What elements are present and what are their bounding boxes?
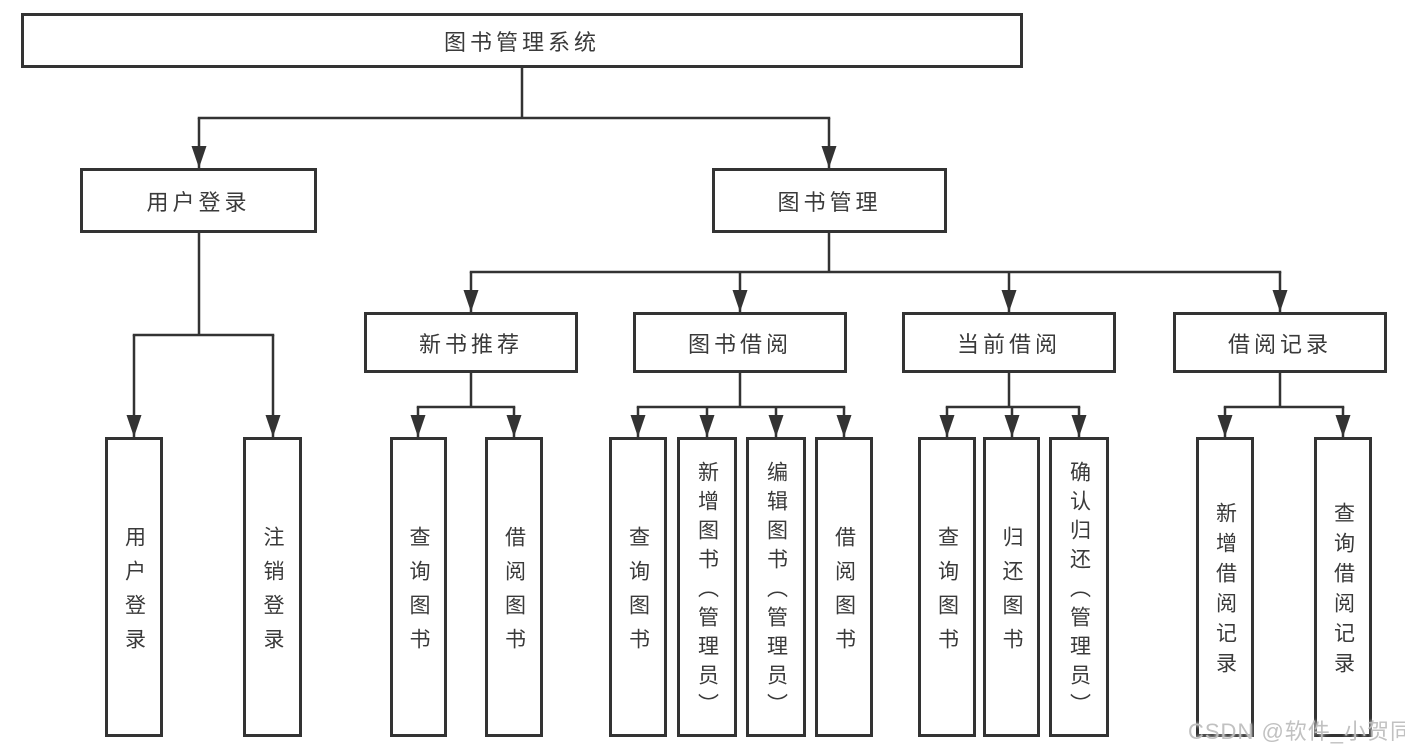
- edge-current-borrow-tee: [945, 371, 1081, 409]
- leaf-label: 归还图书: [1000, 525, 1023, 662]
- leaf-confirm-return-admin: 确认归还（管理员）: [1049, 437, 1109, 737]
- node-label: 新书推荐: [418, 331, 523, 357]
- edge-root-tee: [197, 66, 831, 120]
- leaf-label: 查询借阅记录: [1331, 501, 1355, 682]
- leaf-label: 确认归还（管理员）: [1067, 460, 1091, 722]
- leaf-logout: 注销登录: [243, 437, 302, 737]
- edge-new-book-tee: [416, 371, 516, 409]
- leaf-user-login: 用户登录: [105, 437, 163, 737]
- leaf-label: 新增借阅记录: [1213, 501, 1237, 682]
- leaf-label: 新增图书（管理员）: [695, 460, 719, 722]
- node-label: 图书管理: [777, 189, 882, 215]
- leaf-query-borrow-record: 查询借阅记录: [1314, 437, 1372, 737]
- node-label: 图书借阅: [687, 331, 792, 357]
- leaf-label: 查询图书: [935, 525, 959, 662]
- node-new-book-recommendation: 新书推荐: [364, 312, 578, 373]
- edge-book-borrow-tee: [636, 371, 846, 409]
- leaf-query-books-borrow: 查询图书: [609, 437, 667, 737]
- leaf-add-book-admin: 新增图书（管理员）: [677, 437, 737, 737]
- node-current-borrowing: 当前借阅: [902, 312, 1116, 373]
- leaf-label: 注销登录: [261, 525, 284, 662]
- node-library-management-system: 图书管理系统: [21, 13, 1023, 68]
- edge-book-management-tee: [469, 231, 1282, 274]
- leaf-return-books: 归还图书: [983, 437, 1040, 737]
- leaf-label: 用户登录: [122, 525, 146, 662]
- watermark: CSDN @软件_小贺同学: [1188, 719, 1405, 744]
- leaf-add-borrow-record: 新增借阅记录: [1196, 437, 1254, 737]
- node-label: 借阅记录: [1227, 331, 1332, 357]
- node-label: 当前借阅: [956, 331, 1061, 357]
- leaf-label: 借阅图书: [832, 525, 856, 662]
- leaf-label: 借阅图书: [502, 525, 526, 662]
- leaf-label: 编辑图书（管理员）: [764, 460, 788, 722]
- leaf-borrow-books: 借阅图书: [815, 437, 873, 737]
- node-label: 图书管理系统: [443, 29, 600, 55]
- leaf-label: 查询图书: [407, 525, 430, 662]
- node-borrowing-records: 借阅记录: [1173, 312, 1387, 373]
- node-label: 用户登录: [146, 189, 251, 215]
- leaf-query-books-current: 查询图书: [918, 437, 976, 737]
- leaf-edit-book-admin: 编辑图书（管理员）: [746, 437, 806, 737]
- edge-user-login-tee: [132, 231, 275, 337]
- node-book-borrowing: 图书借阅: [633, 312, 847, 373]
- leaf-query-books-recommend: 查询图书: [390, 437, 447, 737]
- edge-borrow-record-tee: [1223, 371, 1345, 409]
- leaf-label: 查询图书: [626, 525, 650, 662]
- node-user-login: 用户登录: [80, 168, 317, 233]
- leaf-borrow-books-recommend: 借阅图书: [485, 437, 543, 737]
- node-book-management: 图书管理: [712, 168, 947, 233]
